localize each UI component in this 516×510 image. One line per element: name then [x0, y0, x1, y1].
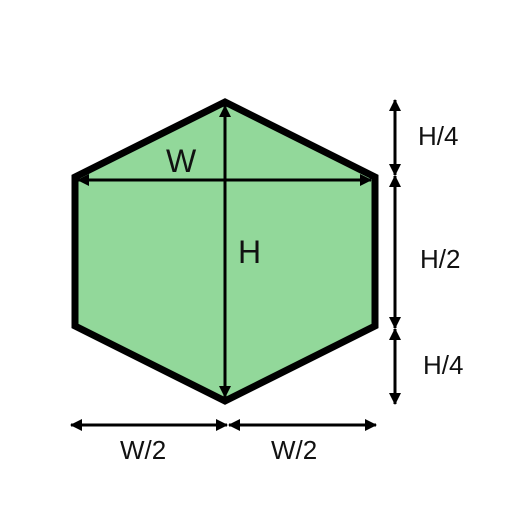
half-height-label: H/2 — [420, 244, 460, 274]
quarter-height-bottom-label: H/4 — [423, 350, 463, 380]
height-label: H — [238, 234, 261, 270]
half-width-right-label: W/2 — [271, 435, 317, 465]
half-width-left-label: W/2 — [120, 435, 166, 465]
width-label: W — [166, 143, 197, 179]
quarter-height-top-label: H/4 — [418, 121, 458, 151]
